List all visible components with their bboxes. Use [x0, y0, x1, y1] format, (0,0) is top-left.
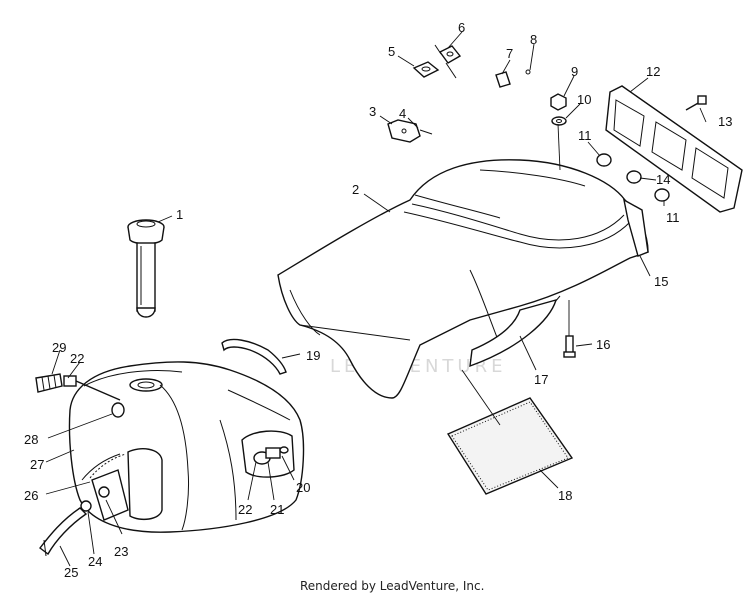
callout-4: 4: [399, 106, 406, 121]
part-bracket: [387, 119, 433, 143]
callout-9: 9: [571, 64, 578, 79]
callout-14: 14: [656, 172, 670, 187]
callout-27: 27: [30, 457, 44, 472]
part-bulbs: [596, 153, 670, 202]
callout-2: 2: [352, 182, 359, 197]
callout-7: 7: [506, 46, 513, 61]
part-side-trim: [623, 198, 649, 257]
callout-8: 8: [530, 32, 537, 47]
leader-lines: [45, 31, 707, 567]
part-hose-19: [221, 338, 287, 375]
callout-labels: 1 2 3 4 5 6 7 8 9 10 11 11 12 13 14 15 1…: [24, 20, 732, 580]
callout-10: 10: [577, 92, 591, 107]
part-screw-13: [685, 95, 707, 111]
part-strap: [469, 298, 558, 368]
part-tail-light-frame: [605, 85, 743, 213]
callout-11a: 11: [578, 128, 592, 143]
callout-28: 28: [24, 432, 38, 447]
part-valve: [253, 446, 289, 465]
part-foam-pad: [446, 369, 574, 495]
part-bolt-16: [563, 300, 576, 358]
callout-1: 1: [176, 207, 183, 222]
part-petcock-line: [39, 486, 110, 557]
callout-18: 18: [558, 488, 572, 503]
part-plate-rivet: [495, 69, 531, 88]
footer-credit: Rendered by LeadVenture, Inc.: [300, 579, 484, 593]
callout-16: 16: [596, 337, 610, 352]
callout-25: 25: [64, 565, 78, 580]
callout-6: 6: [458, 20, 465, 35]
callout-21: 21: [270, 502, 284, 517]
callout-20: 20: [296, 480, 310, 495]
callout-11b: 11: [666, 210, 680, 225]
callout-19: 19: [306, 348, 320, 363]
part-seat: [277, 159, 649, 399]
callout-12: 12: [646, 64, 660, 79]
callout-24: 24: [88, 554, 102, 569]
callout-13: 13: [718, 114, 732, 129]
part-fuel-fittings: [35, 373, 125, 418]
callout-17: 17: [534, 372, 548, 387]
callout-23: 23: [114, 544, 128, 559]
part-fuel-tank: [68, 361, 305, 533]
callout-29: 29: [52, 340, 66, 355]
callout-22a: 22: [70, 351, 84, 366]
callout-3: 3: [369, 104, 376, 119]
part-filler-neck: [127, 219, 165, 318]
callout-15: 15: [654, 274, 668, 289]
callout-26: 26: [24, 488, 38, 503]
callout-22b: 22: [238, 502, 252, 517]
part-clips: [412, 44, 462, 79]
callout-5: 5: [388, 44, 395, 59]
part-nut-washer: [550, 93, 567, 126]
